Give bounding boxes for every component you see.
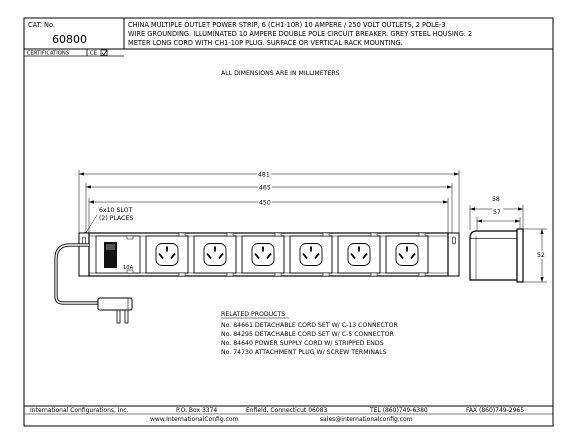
description-line-1: CHINA MULTIPLE OUTLET POWER STRIP, 6 (CH… — [128, 21, 446, 29]
related-item: No. 84661 DETACHABLE CORD SET W/ C-13 CO… — [221, 322, 398, 329]
outlet-slot — [218, 252, 224, 260]
outlet — [145, 232, 189, 277]
footer-web: www.InternationalConfig.com — [150, 416, 239, 423]
outlet-slot — [266, 252, 272, 260]
related-title: RELATED PRODUCTS — [221, 311, 285, 318]
units-note: ALL DIMENSIONS ARE IN MILLIMETERS — [221, 70, 340, 77]
outlet — [337, 232, 381, 277]
footer-tel: TEL (860)749-6380 — [369, 407, 428, 414]
outlet-slot — [302, 252, 308, 260]
outlet-row — [145, 232, 429, 277]
front-dimension-arrows — [79, 172, 459, 204]
dim-mounting: 450 — [259, 200, 271, 207]
certifications-label: CERTIFICATIONS — [27, 51, 69, 57]
breaker-panel — [95, 235, 141, 274]
plug-pin-left — [116, 309, 121, 324]
related-products: RELATED PRODUCTS No. 84661 DETACHABLE CO… — [221, 311, 398, 356]
side-housing — [469, 237, 518, 281]
outlet-slot — [206, 252, 212, 260]
side-faceplate — [516, 228, 524, 283]
footer-fax: FAX (860)749-2965 — [466, 407, 524, 414]
dim-body: 465 — [259, 185, 271, 192]
outlet-slot — [254, 252, 260, 260]
footer-email: sales@internationalconfig.com — [320, 416, 413, 423]
outlet — [193, 232, 237, 277]
slot-label-line-1: 6x10 SLOT — [99, 207, 132, 214]
breaker-rivet-top — [126, 235, 134, 240]
cat-number: 60800 — [52, 33, 87, 46]
outlet-slot — [350, 252, 356, 260]
description-line-2: WIRE GROUNDING. ILLUMINATED 10 AMPERE DO… — [128, 30, 472, 38]
footer-address: Enfield, Connecticut 06083 — [246, 407, 327, 414]
plug-pin-right — [124, 309, 129, 324]
related-item: No. 84295 DETACHABLE CORD SET W/ C-5 CON… — [221, 331, 395, 338]
outlet — [241, 232, 285, 277]
outlet-slot — [170, 252, 176, 260]
side-view: 58 57 52 — [469, 195, 549, 283]
slot-label-line-2: (2) PLACES — [99, 215, 133, 222]
outlet-slot — [158, 252, 164, 260]
related-item: No. 74730 ATTACHMENT PLUG W/ SCREW TERMI… — [221, 349, 387, 356]
outlet — [289, 232, 333, 277]
left-slot — [82, 236, 86, 245]
outlet — [385, 232, 429, 277]
title-block: CAT. No. 60800 CHINA MULTIPLE OUTLET POW… — [24, 18, 553, 57]
footer-po-box: P.O. Box 3374 — [176, 407, 217, 414]
outlet-slot — [398, 252, 404, 260]
footer: International Configurations, Inc. P.O. … — [24, 405, 553, 423]
sheet-border — [23, 17, 554, 427]
breaker-rivet-bottom — [126, 269, 134, 274]
outlet-slot — [362, 252, 368, 260]
dim-depth: 58 — [492, 196, 500, 203]
ce-mark: CE — [90, 51, 97, 57]
dim-overall: 481 — [258, 172, 270, 179]
related-item: No. 84640 POWER SUPPLY CORD W/ STRIPPED … — [221, 340, 384, 347]
outlet-slot — [410, 252, 416, 260]
ce-checkbox — [100, 49, 108, 56]
right-slot — [452, 236, 456, 245]
breaker-rocker-highlight — [106, 244, 115, 250]
dim-height: 52 — [537, 252, 545, 259]
description-line-3: METER LONG CORD WITH CH1-10P PLUG. SURFA… — [128, 39, 403, 47]
breaker-rating: 10A — [123, 265, 134, 271]
plug-body — [97, 297, 133, 311]
cat-label: CAT. No. — [28, 21, 55, 29]
footer-company: International Configurations, Inc. — [30, 407, 129, 414]
dim-depth-inner: 57 — [493, 209, 501, 216]
outlet-slot — [314, 252, 320, 260]
check-icon — [101, 50, 107, 56]
